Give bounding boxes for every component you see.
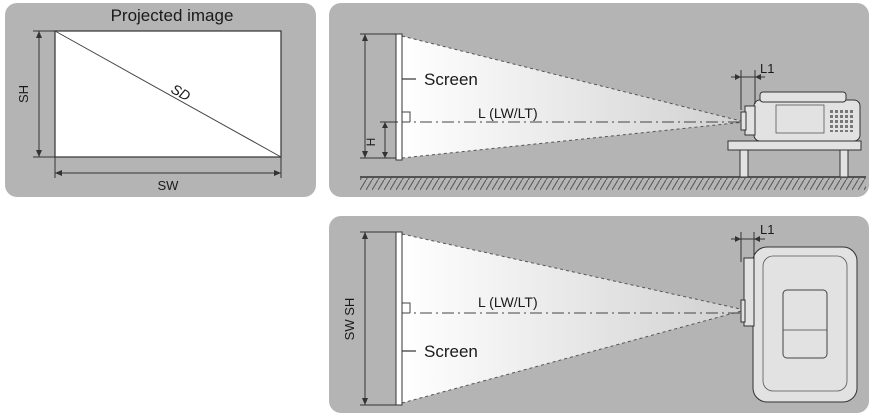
table-leg xyxy=(839,149,849,178)
projected-image-title: Projected image xyxy=(111,6,234,25)
diagonal-line xyxy=(54,30,282,158)
h-label: H xyxy=(364,138,378,147)
side-view-panel: Screen L (LW/LT) H L1 xyxy=(329,3,869,197)
projection-beam xyxy=(402,36,745,158)
beam-edge-top xyxy=(401,233,746,311)
right-angle-mark xyxy=(402,111,411,122)
projected-image-panel: Projected image SD SH SW xyxy=(5,3,316,197)
screen xyxy=(395,33,403,161)
beam-edge-top xyxy=(401,35,746,123)
distance-label: L (LW/LT) xyxy=(478,105,538,121)
table-top xyxy=(727,140,862,151)
l1-label: L1 xyxy=(760,222,774,237)
table-leg xyxy=(739,149,749,178)
distance-label: L (LW/LT) xyxy=(478,294,538,310)
height-label: SH xyxy=(16,85,31,103)
right-angle-mark xyxy=(402,302,411,313)
l1-label: L1 xyxy=(760,61,774,76)
floor-hatching xyxy=(360,178,866,190)
width-label: SW xyxy=(158,178,180,193)
l1-arrows xyxy=(735,74,761,80)
screen-size-label: SW SH xyxy=(342,298,357,341)
projector-top-icon xyxy=(740,246,858,403)
l1-arrows xyxy=(735,236,760,242)
screen xyxy=(395,231,403,406)
screen-label: Screen xyxy=(424,342,478,361)
top-view-panel: Screen L (LW/LT) SW SH L1 xyxy=(329,216,869,413)
screen-label: Screen xyxy=(424,70,478,89)
beam-edge-bottom xyxy=(401,309,746,404)
projector-side-icon xyxy=(740,91,861,142)
projection-beam xyxy=(402,234,745,403)
